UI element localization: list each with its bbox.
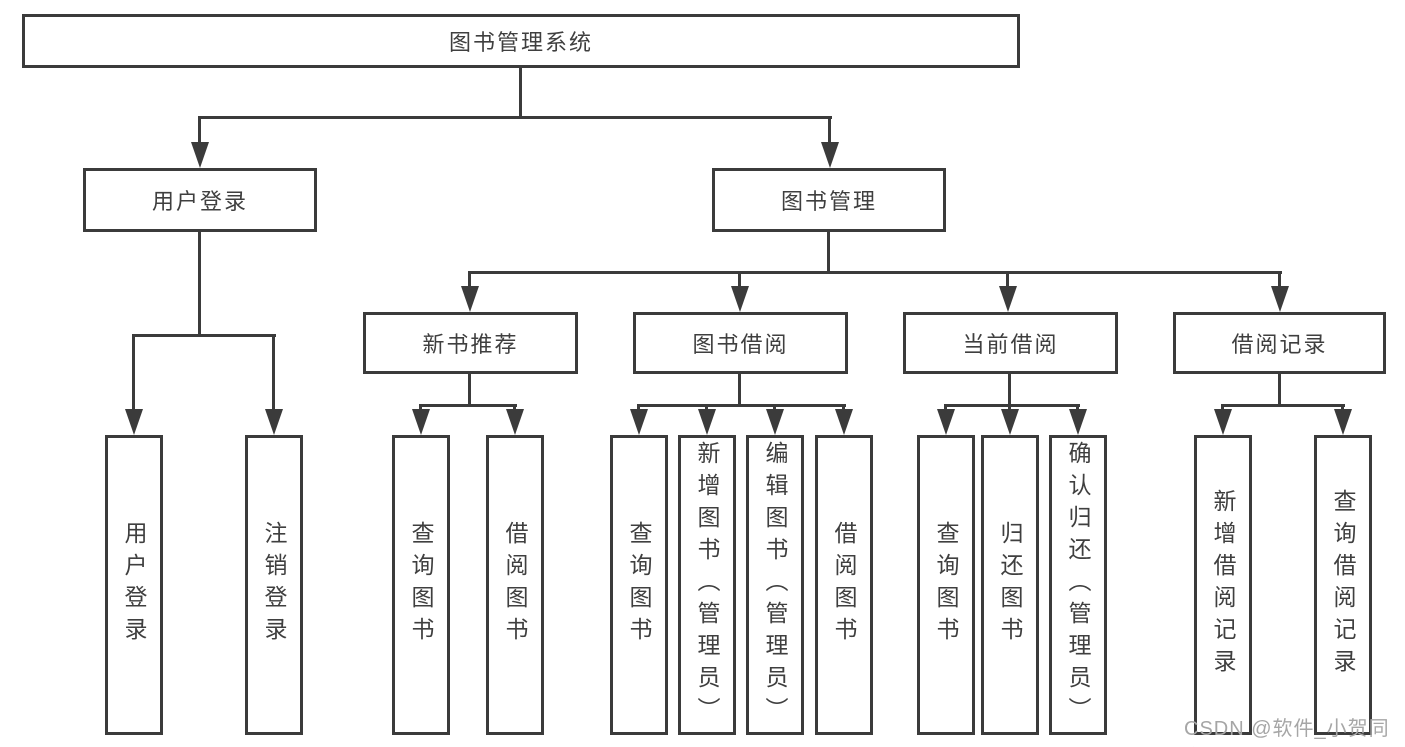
connector-drop: [198, 116, 201, 144]
connector-level2-bar: [198, 116, 832, 119]
arrow-down-icon: [1334, 409, 1352, 435]
node-current-borrow: 当前借阅: [903, 312, 1118, 374]
connector-user-login-bar: [132, 334, 276, 337]
leaf-logout: 注销登录: [245, 435, 303, 735]
arrow-down-icon: [821, 142, 839, 168]
connector-level3-bar: [468, 271, 1282, 274]
arrow-down-icon: [1271, 286, 1289, 312]
leaf-query-books-1: 查询图书: [392, 435, 450, 735]
node-borrow-records: 借阅记录: [1173, 312, 1386, 374]
leaf-user-login: 用户登录: [105, 435, 163, 735]
connector-drop: [468, 271, 471, 291]
connector-book-mgmt-stem: [827, 232, 830, 274]
arrow-down-icon: [766, 409, 784, 435]
arrow-down-icon: [698, 409, 716, 435]
arrow-down-icon: [125, 409, 143, 435]
arrow-down-icon: [265, 409, 283, 435]
arrow-down-icon: [937, 409, 955, 435]
connector-drop: [272, 334, 275, 412]
connector-drop: [1278, 271, 1281, 291]
connector-group-stem: [1278, 374, 1281, 407]
connector-group-bar: [637, 404, 846, 407]
connector-user-login-stem: [198, 232, 201, 337]
arrow-down-icon: [461, 286, 479, 312]
connector-group-stem: [1008, 374, 1011, 407]
leaf-borrow-books-2: 借阅图书: [815, 435, 873, 735]
arrow-down-icon: [731, 286, 749, 312]
leaf-edit-book-admin: 编辑图书（管理员）: [746, 435, 804, 735]
leaf-add-borrow-record: 新增借阅记录: [1194, 435, 1252, 735]
node-book-borrow: 图书借阅: [633, 312, 848, 374]
connector-drop: [738, 271, 741, 291]
arrow-down-icon: [412, 409, 430, 435]
connector-group-stem: [738, 374, 741, 407]
connector-root-stem: [519, 68, 522, 118]
leaf-add-book-admin: 新增图书（管理员）: [678, 435, 736, 735]
connector-group-bar: [419, 404, 517, 407]
leaf-query-borrow-record: 查询借阅记录: [1314, 435, 1372, 735]
arrow-down-icon: [1001, 409, 1019, 435]
node-new-book-recommend: 新书推荐: [363, 312, 578, 374]
connector-group-bar: [1221, 404, 1345, 407]
csdn-watermark: CSDN @软件_小贺同学: [1184, 718, 1390, 740]
node-book-management: 图书管理: [712, 168, 946, 232]
node-root-system: 图书管理系统: [22, 14, 1020, 68]
connector-drop: [132, 334, 135, 412]
connector-drop: [828, 116, 831, 144]
arrow-down-icon: [630, 409, 648, 435]
connector-group-stem: [468, 374, 471, 407]
leaf-return-books: 归还图书: [981, 435, 1039, 735]
connector-group-bar: [944, 404, 1080, 407]
leaf-query-books-2: 查询图书: [610, 435, 668, 735]
arrow-down-icon: [999, 286, 1017, 312]
arrow-down-icon: [506, 409, 524, 435]
arrow-down-icon: [1214, 409, 1232, 435]
leaf-query-books-3: 查询图书: [917, 435, 975, 735]
arrow-down-icon: [835, 409, 853, 435]
node-user-login: 用户登录: [83, 168, 317, 232]
arrow-down-icon: [1069, 409, 1087, 435]
leaf-borrow-books-1: 借阅图书: [486, 435, 544, 735]
connector-drop: [1006, 271, 1009, 291]
arrow-down-icon: [191, 142, 209, 168]
leaf-confirm-return-admin: 确认归还（管理员）: [1049, 435, 1107, 735]
